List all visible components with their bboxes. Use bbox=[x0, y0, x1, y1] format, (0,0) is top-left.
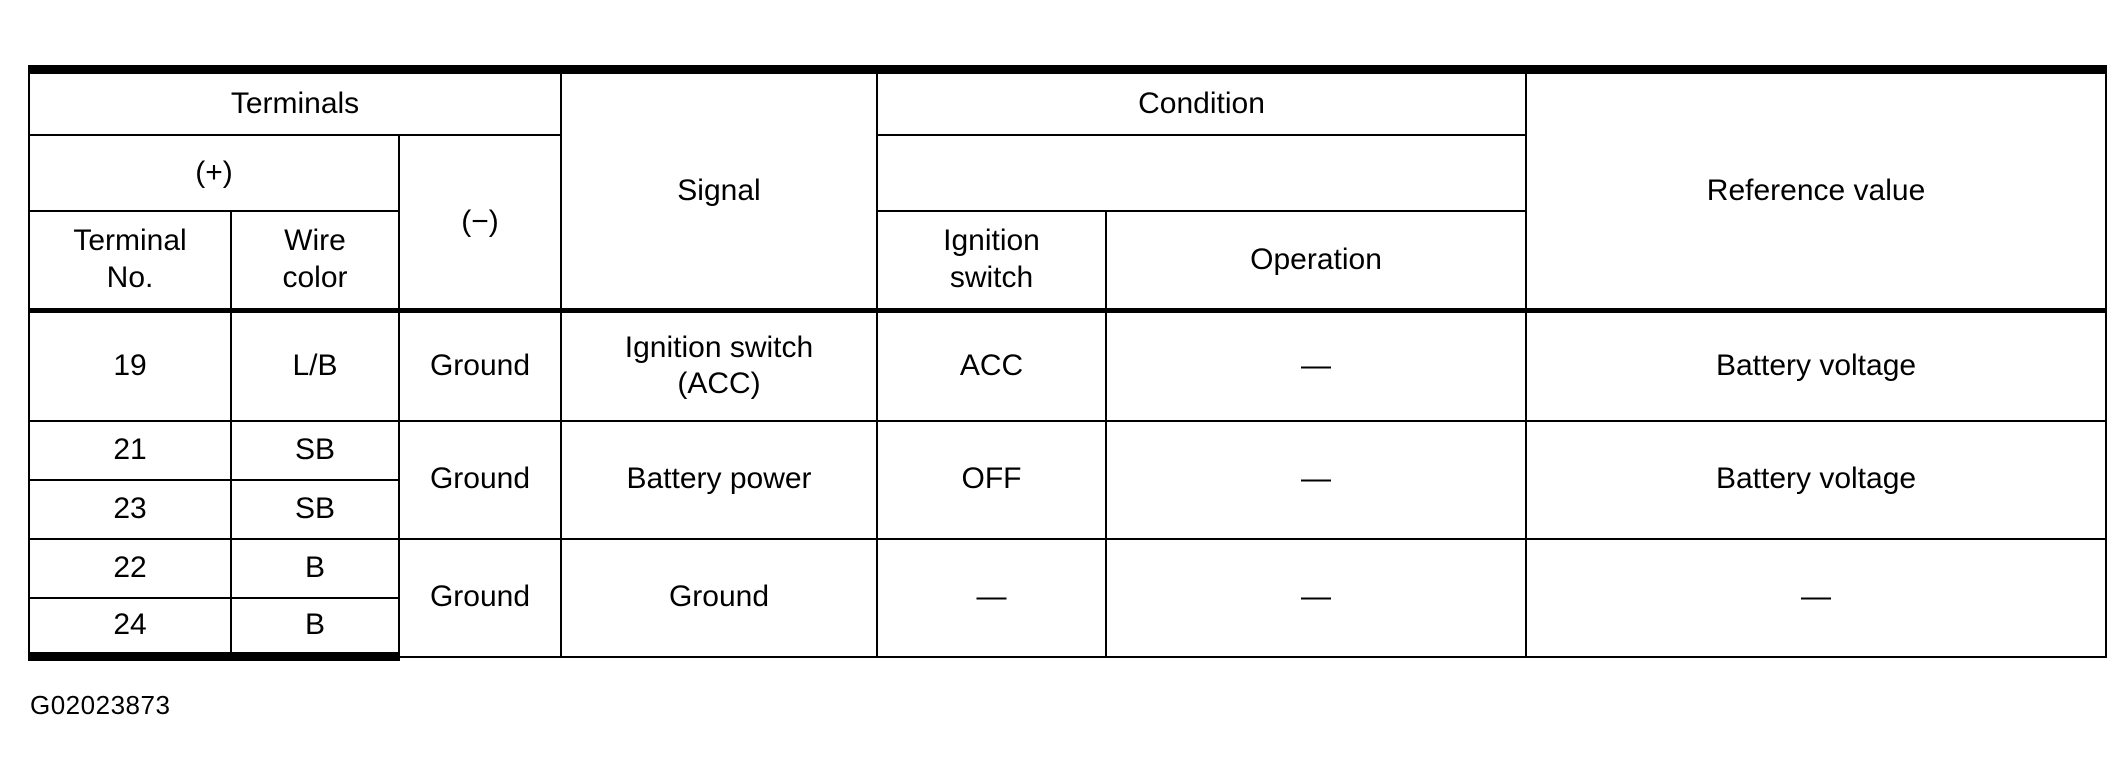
cell-negative: Ground bbox=[398, 308, 562, 422]
header-wire-color-line2: color bbox=[282, 261, 348, 294]
table-row: 23 SB bbox=[28, 478, 2106, 540]
cell-wire-color: L/B bbox=[230, 308, 400, 422]
cell-reference-value: — bbox=[1525, 537, 2108, 658]
cell-terminal-no: 19 bbox=[28, 308, 232, 422]
cell-signal: Ground bbox=[560, 537, 878, 658]
table-row: 21 SB Ground Battery power OFF — Battery… bbox=[28, 419, 2108, 540]
cell-negative: Ground bbox=[398, 537, 562, 658]
header-row-polarity: (+) (−) bbox=[28, 134, 2106, 313]
header-reference-value: Reference value bbox=[1525, 65, 2108, 313]
cell-wire-color: SB bbox=[230, 478, 400, 540]
header-terminal-no-line1: Terminal bbox=[73, 224, 187, 258]
cell-reference-value: Battery voltage bbox=[1525, 419, 2108, 540]
table-row: 24 B bbox=[28, 596, 2106, 661]
cell-terminal-no: 23 bbox=[28, 478, 232, 540]
terminal-reference-table: Terminals Signal Condition Reference val… bbox=[28, 65, 2108, 661]
header-wire-color-line1: Wire bbox=[284, 224, 346, 258]
cell-ignition-switch: ACC bbox=[876, 308, 1107, 422]
cell-wire-color: SB bbox=[230, 419, 400, 481]
cell-operation: — bbox=[1104, 537, 1528, 658]
header-ignition-switch: Ignition switch bbox=[876, 210, 1107, 313]
header-terminal-no-line2: No. bbox=[106, 261, 154, 294]
header-negative-polarity: (−) bbox=[398, 134, 562, 313]
header-operation: Operation bbox=[1104, 210, 1528, 313]
cell-wire-color: B bbox=[230, 537, 400, 599]
header-row-top: Terminals Signal Condition Reference val… bbox=[28, 65, 2108, 313]
header-terminal-no: Terminal No. bbox=[28, 210, 232, 313]
header-condition: Condition bbox=[875, 65, 1528, 136]
cell-signal: Battery power bbox=[560, 419, 878, 540]
header-positive-polarity: (+) bbox=[28, 134, 400, 212]
table-row: 19 L/B Ground Ignition switch (ACC) ACC … bbox=[28, 308, 2108, 422]
figure-id-caption: G02023873 bbox=[30, 690, 171, 720]
header-row-sub: Terminal No. Wire color Ignition switch … bbox=[28, 210, 2106, 313]
header-wire-color: Wire color bbox=[230, 210, 400, 313]
header-terminals: Terminals bbox=[28, 65, 562, 136]
cell-operation: — bbox=[1104, 308, 1528, 422]
cell-terminal-no: 22 bbox=[28, 537, 232, 599]
cell-wire-color: B bbox=[230, 596, 400, 661]
cell-signal-line1: Ignition switch bbox=[624, 330, 814, 364]
table-row: 22 B Ground Ground — — — bbox=[28, 537, 2108, 658]
header-signal: Signal bbox=[560, 65, 878, 312]
cell-ignition-switch: — bbox=[876, 537, 1107, 658]
header-condition-spacer bbox=[875, 134, 1528, 212]
cell-terminal-no: 24 bbox=[28, 596, 232, 661]
cell-negative: Ground bbox=[398, 419, 562, 540]
cell-ignition-switch: OFF bbox=[876, 419, 1107, 540]
cell-operation: — bbox=[1104, 419, 1528, 540]
header-ignition-switch-line2: switch bbox=[949, 261, 1034, 294]
cell-signal: Ignition switch (ACC) bbox=[560, 308, 878, 422]
cell-terminal-no: 21 bbox=[28, 419, 232, 481]
header-ignition-switch-line1: Ignition bbox=[943, 224, 1040, 258]
cell-reference-value: Battery voltage bbox=[1525, 308, 2108, 422]
cell-signal-line2: (ACC) bbox=[677, 367, 761, 401]
